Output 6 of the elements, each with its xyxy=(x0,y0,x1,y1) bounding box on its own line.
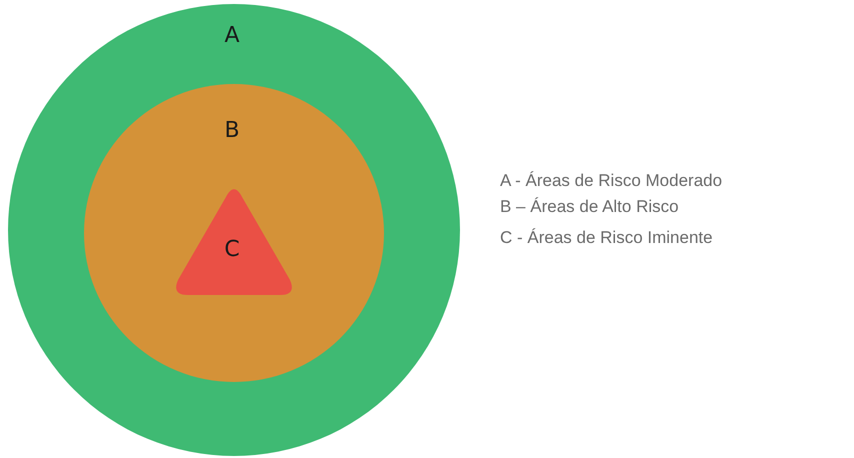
zone-letter: A xyxy=(223,23,241,49)
zone-letter: C xyxy=(223,237,241,263)
zone-letter: B xyxy=(223,118,241,144)
legend-text: A - Áreas de Risco Moderado xyxy=(500,171,722,191)
legend-text: B – Áreas de Alto Risco xyxy=(500,197,679,217)
legend-text: C - Áreas de Risco Iminente xyxy=(500,228,713,248)
